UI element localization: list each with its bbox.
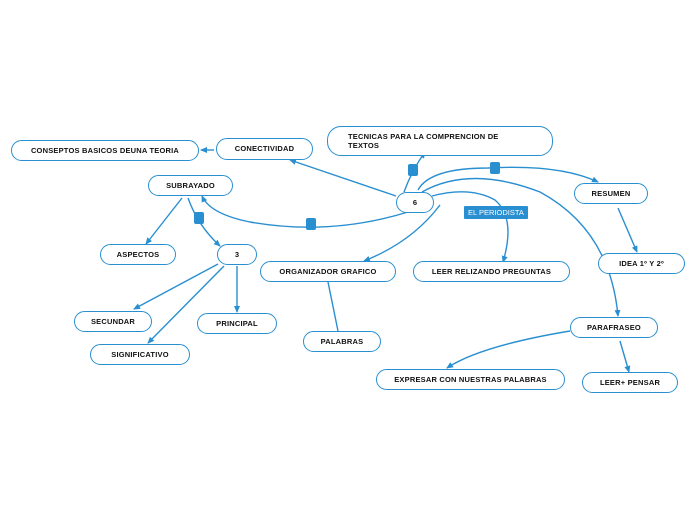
link-handle-subrayado[interactable] bbox=[306, 218, 316, 230]
node-secundar-label: SECUNDAR bbox=[90, 316, 136, 326]
node-principal-label: PRINCIPAL bbox=[216, 318, 258, 328]
node-aspectos-label: ASPECTOS bbox=[116, 249, 160, 259]
node-subrayado-label: SUBRAYADO bbox=[166, 180, 215, 190]
link-parafraseo-leer-pensar bbox=[619, 340, 631, 373]
node-tecnicas-label: TECNICAS PARA LA COMPRENCION DE TEXTOS bbox=[348, 131, 499, 150]
node-conseptos-label: CONSEPTOS BASICOS DEUNA TEORIA bbox=[30, 145, 180, 155]
node-leer-pensar[interactable]: LEER+ PENSAR bbox=[582, 372, 678, 393]
link-handle-tecnicas[interactable] bbox=[408, 164, 418, 176]
tag-el-periodista-label: EL PERIODISTA bbox=[468, 208, 524, 217]
link-handle-tres[interactable] bbox=[194, 212, 204, 224]
link-subrayado-aspectos bbox=[145, 197, 183, 245]
node-aspectos[interactable]: ASPECTOS bbox=[100, 244, 176, 265]
node-center[interactable]: 6 bbox=[396, 192, 434, 213]
node-leer-preguntas-label: LEER RELIZANDO PREGUNTAS bbox=[431, 266, 552, 276]
node-idea[interactable]: IDEA 1º Y 2º bbox=[598, 253, 685, 274]
node-idea-label: IDEA 1º Y 2º bbox=[619, 258, 664, 268]
link-parafraseo-expresar bbox=[446, 330, 571, 369]
node-organizador[interactable]: ORGANIZADOR GRAFICO bbox=[260, 261, 396, 282]
node-significativo[interactable]: SIGNIFICATIVO bbox=[90, 344, 190, 365]
node-conectividad-label: CONECTIVIDAD bbox=[234, 144, 295, 154]
link-center-subrayado bbox=[201, 195, 409, 228]
node-tres[interactable]: 3 bbox=[217, 244, 257, 265]
link-tres-secundar bbox=[133, 263, 219, 310]
node-organizador-label: ORGANIZADOR GRAFICO bbox=[279, 266, 377, 276]
link-center-conectividad bbox=[289, 159, 397, 197]
node-resumen[interactable]: RESUMEN bbox=[574, 183, 648, 204]
link-subrayado-tres bbox=[187, 197, 221, 247]
link-tres-significativo bbox=[147, 265, 225, 344]
link-organizador-palabras bbox=[327, 281, 339, 332]
node-leer-preguntas[interactable]: LEER RELIZANDO PREGUNTAS bbox=[413, 261, 570, 282]
link-center-resumen bbox=[417, 166, 599, 191]
node-conectividad[interactable]: CONECTIVIDAD bbox=[216, 138, 313, 160]
node-conseptos[interactable]: CONSEPTOS BASICOS DEUNA TEORIA bbox=[11, 140, 199, 161]
node-tres-label: 3 bbox=[234, 249, 240, 259]
node-parafraseo-label: PARAFRASEO bbox=[587, 322, 641, 332]
link-center-leer-preguntas bbox=[431, 191, 509, 263]
node-expresar[interactable]: EXPRESAR CON NUESTRAS PALABRAS bbox=[376, 369, 565, 390]
node-secundar[interactable]: SECUNDAR bbox=[74, 311, 152, 332]
node-center-label: 6 bbox=[412, 197, 418, 207]
node-principal[interactable]: PRINCIPAL bbox=[197, 313, 277, 334]
node-significativo-label: SIGNIFICATIVO bbox=[111, 349, 169, 359]
node-tecnicas[interactable]: TECNICAS PARA LA COMPRENCION DE TEXTOS bbox=[327, 126, 553, 156]
node-palabras-label: PALABRAS bbox=[320, 336, 364, 346]
node-subrayado[interactable]: SUBRAYADO bbox=[148, 175, 233, 196]
tag-el-periodista[interactable]: EL PERIODISTA bbox=[464, 206, 528, 219]
node-palabras[interactable]: PALABRAS bbox=[303, 331, 381, 352]
link-resumen-idea bbox=[617, 207, 638, 253]
node-parafraseo[interactable]: PARAFRASEO bbox=[570, 317, 658, 338]
node-expresar-label: EXPRESAR CON NUESTRAS PALABRAS bbox=[394, 374, 547, 384]
node-resumen-label: RESUMEN bbox=[591, 188, 631, 198]
node-leer-pensar-label: LEER+ PENSAR bbox=[599, 377, 661, 387]
link-handle-resumen[interactable] bbox=[490, 162, 500, 174]
link-center-organizador bbox=[363, 204, 441, 262]
